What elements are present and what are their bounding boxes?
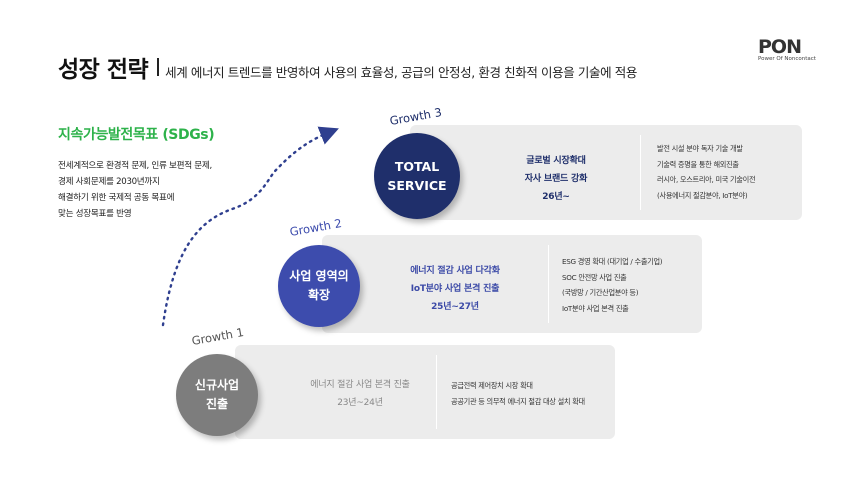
growth-2-circle: 사업 영역의 확장	[278, 245, 360, 327]
page-title: 성장 전략	[58, 57, 149, 83]
growth-2-summary: 에너지 절감 사업 다각화 IoT분야 사업 본격 진출 25년~27년	[394, 262, 516, 316]
detail-line: 공급전력 제어장치 시장 확대	[451, 381, 533, 390]
card-divider	[548, 245, 549, 323]
page-header: 성장 전략 세계 에너지 트렌드를 반영하여 사용의 효율성, 공급의 안정성,…	[58, 50, 637, 84]
company-logo: PON Power Of Noncontact	[758, 36, 828, 63]
logo-mark: PON	[758, 36, 802, 58]
growth-1-circle: 신규사업 진출	[176, 354, 258, 436]
summary-line: 글로벌 시장확대	[526, 156, 586, 166]
circle-text: 사업 영역의	[289, 269, 349, 283]
card-divider	[436, 355, 437, 429]
detail-line: 러시아, 오스트리아, 미국 기술이전	[657, 175, 756, 184]
summary-line: 에너지 절감 사업 본격 진출	[310, 380, 410, 390]
circle-text: TOTAL	[394, 159, 440, 174]
summary-period: 25년~27년	[431, 302, 479, 312]
growth-1-card	[235, 345, 615, 439]
sdg-title: 지속가능발전목표 (SDGs)	[58, 127, 215, 143]
title-divider	[157, 58, 160, 76]
growth-3-card	[410, 125, 802, 220]
summary-period: 26년~	[542, 192, 570, 202]
page-subtitle: 세계 에너지 트렌드를 반영하여 사용의 효율성, 공급의 안정성, 환경 친화…	[165, 65, 637, 80]
sdg-line: 맞는 성장목표를 반영	[58, 209, 132, 219]
detail-line: 발전 시설 분야 독자 기술 개발	[657, 144, 743, 153]
card-divider	[640, 135, 641, 210]
growth-1-summary: 에너지 절감 사업 본격 진출 23년~24년	[302, 376, 418, 412]
summary-line: IoT분야 사업 본격 진출	[410, 284, 500, 294]
growth-3-summary: 글로벌 시장확대 자사 브랜드 강화 26년~	[501, 152, 611, 206]
circle-text: 확장	[307, 288, 331, 302]
summary-line: 자사 브랜드 강화	[524, 174, 588, 184]
sdg-line: 경제 사회문제를 2030년까지	[58, 177, 160, 187]
logo-tagline: Power Of Noncontact	[758, 56, 816, 62]
growth-1-label: Growth 1	[190, 325, 245, 348]
detail-line: 기술력 증명을 통한 해외진출	[657, 159, 739, 169]
detail-line: IoT분야 사업 본격 진출	[562, 303, 629, 313]
sdg-section: 지속가능발전목표 (SDGs) 전세계적으로 환경적 문제, 인류 보편적 문제…	[58, 124, 215, 222]
growth-2-card	[322, 235, 702, 333]
sdg-line: 전세계적으로 환경적 문제, 인류 보편적 문제,	[58, 161, 212, 171]
detail-line: 공공기관 등 의무적 에너지 절감 대상 설치 확대	[451, 396, 585, 406]
summary-line: 에너지 절감 사업 다각화	[410, 266, 500, 276]
detail-line: ESG 경영 확대 (대기업 / 수출기업)	[562, 257, 663, 266]
detail-line: (사용에너지 절감분야, IoT분야)	[657, 190, 748, 200]
growth-1-details: 공급전력 제어장치 시장 확대 공공기관 등 의무적 에너지 절감 대상 설치 …	[451, 378, 585, 409]
growth-3-circle: TOTAL SERVICE	[374, 133, 460, 219]
detail-line: (국방망 / 기간산업분야 등)	[562, 288, 639, 297]
growth-3-details: 발전 시설 분야 독자 기술 개발 기술력 증명을 통한 해외진출 러시아, 오…	[657, 141, 756, 203]
circle-text: 신규사업	[194, 378, 240, 392]
circle-text: SERVICE	[387, 178, 447, 193]
circle-text: 진출	[205, 397, 229, 411]
summary-period: 23년~24년	[337, 398, 383, 408]
detail-line: SOC 안전망 사업 진출	[562, 272, 627, 282]
sdg-line: 해결하기 위한 국제적 공동 목표에	[58, 193, 175, 203]
growth-2-details: ESG 경영 확대 (대기업 / 수출기업) SOC 안전망 사업 진출 (국방…	[562, 254, 663, 316]
